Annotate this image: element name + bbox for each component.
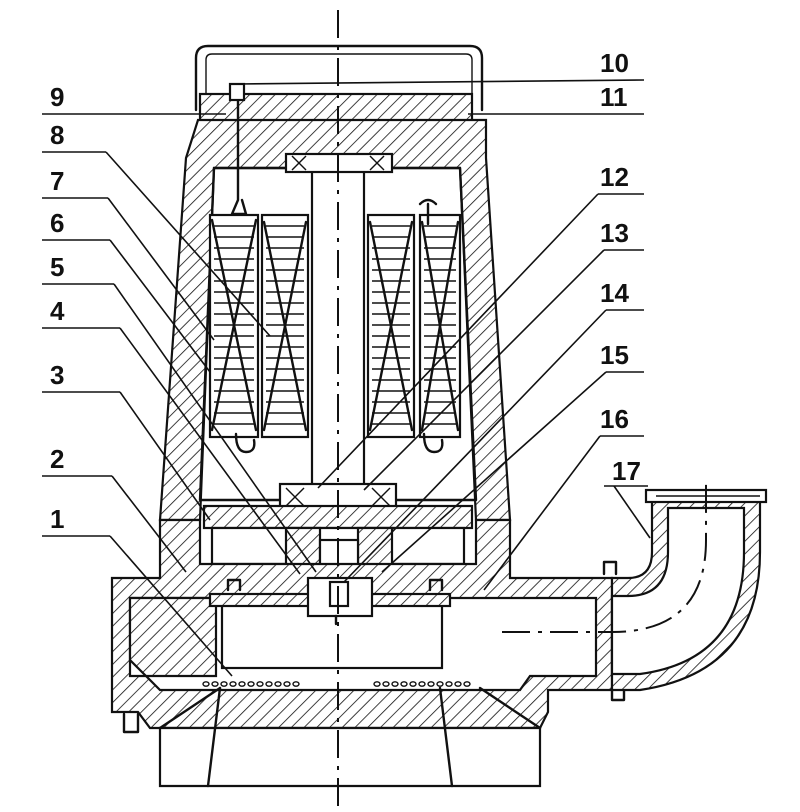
part-label-3: 3 [50,360,64,390]
part-label-1: 1 [50,504,64,534]
part-label-13: 13 [600,218,629,248]
part-label-17: 17 [612,456,641,486]
part-label-11: 11 [600,82,628,112]
part-label-8: 8 [50,120,64,150]
base-stand [158,726,542,788]
part-label-7: 7 [50,166,64,196]
discharge-centerline [502,480,707,633]
part-label-5: 5 [50,252,64,282]
part-label-14: 14 [600,278,629,308]
part-label-4: 4 [50,296,65,326]
stator-right [366,213,462,439]
part-label-2: 2 [50,444,64,474]
part-label-12: 12 [600,162,629,192]
leader-lines [42,79,651,677]
suction-strainer [202,681,471,687]
part-label-9: 9 [50,82,64,112]
part-label-6: 6 [50,208,64,238]
part-label-15: 15 [600,340,629,370]
part-label-16: 16 [600,404,629,434]
stator-laminations [214,225,456,425]
part-label-10: 10 [600,48,629,78]
